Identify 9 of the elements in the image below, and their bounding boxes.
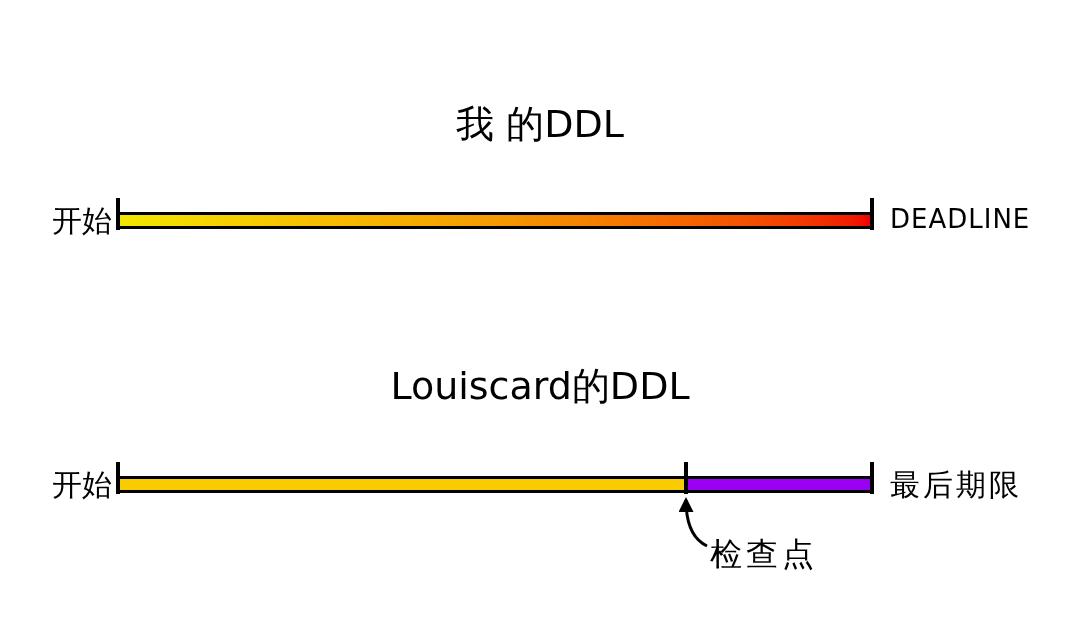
heading: 我 的DDL: [455, 101, 625, 148]
start-label: 开始: [51, 466, 112, 504]
end-label: DEADLINE: [890, 203, 1032, 236]
end-label: 最后期限: [890, 466, 1023, 504]
start-label: 开始: [51, 202, 112, 240]
heading: Louiscard的DDL: [389, 363, 691, 410]
curved-arrow: [678, 497, 708, 548]
checkpoint-label: 检查点: [710, 530, 818, 578]
checkpoint-tick: [684, 462, 688, 494]
